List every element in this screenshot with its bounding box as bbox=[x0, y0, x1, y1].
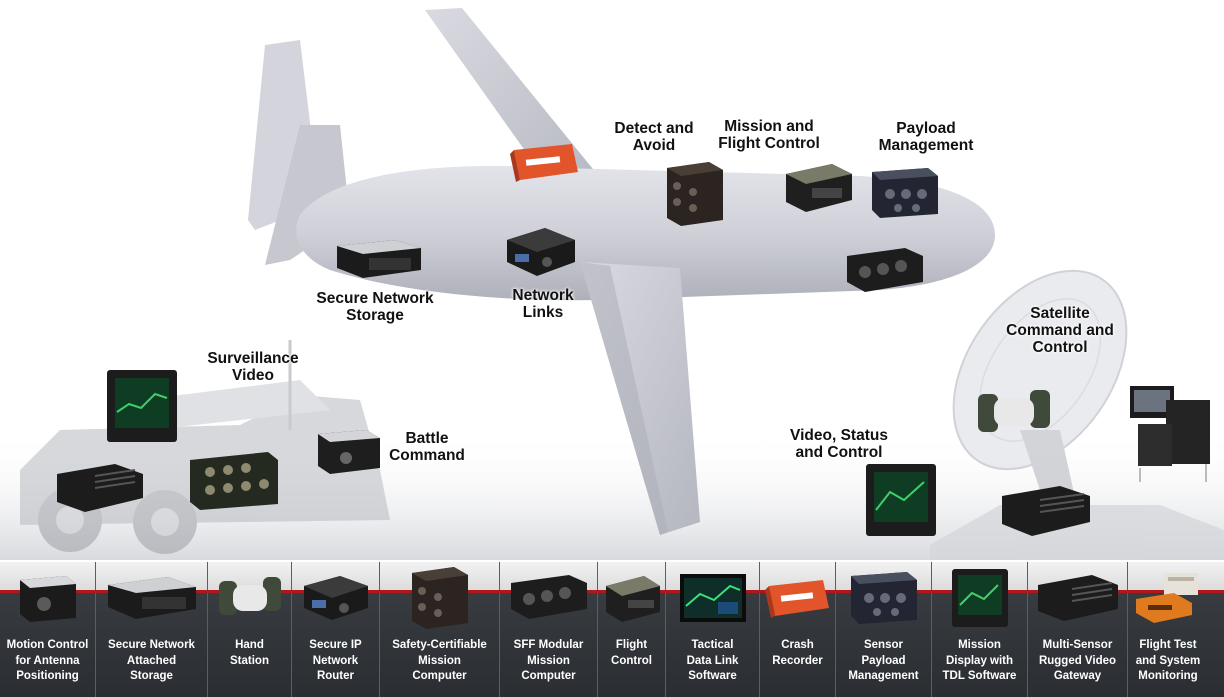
display-icon bbox=[951, 569, 1008, 627]
sensor-unit-icon bbox=[850, 572, 917, 624]
product-label: Secure Network Attached Storage bbox=[108, 639, 195, 682]
network-storage-device bbox=[337, 240, 421, 278]
product-label: Hand Station bbox=[230, 639, 269, 667]
flight-control-device bbox=[786, 164, 852, 212]
hand-station-icon bbox=[218, 577, 281, 615]
callout-satellite-command: Satellite Command and Control bbox=[1006, 305, 1114, 356]
product-tile[interactable]: Secure IP Network Router bbox=[292, 562, 380, 697]
product-label: Flight Control bbox=[611, 639, 652, 667]
product-strip: Motion Control for Antenna Positioning S… bbox=[0, 562, 1224, 697]
crash-recorder-device bbox=[510, 144, 578, 182]
product-tile[interactable]: Tactical Data Link Software bbox=[666, 562, 760, 697]
battle-command-device bbox=[318, 430, 380, 474]
callout-battle-command: Battle Command bbox=[389, 430, 465, 464]
product-label: Sensor Payload Management bbox=[848, 639, 919, 682]
product-tile[interactable]: Mission Display with TDL Software bbox=[932, 562, 1028, 697]
product-tile[interactable]: Hand Station bbox=[208, 562, 292, 697]
product-tile[interactable]: SFF Modular Mission Computer bbox=[500, 562, 598, 697]
vehicle-computer-device bbox=[57, 464, 143, 512]
product-label: Flight Test and System Monitoring bbox=[1135, 639, 1201, 682]
video-status-display-device bbox=[866, 464, 936, 536]
ground-station-rack-device bbox=[1130, 386, 1210, 482]
product-tile[interactable]: Safety-Certifiable Mission Computer bbox=[380, 562, 500, 697]
product-tile[interactable]: Flight Test and System Monitoring bbox=[1128, 562, 1208, 697]
product-tile[interactable]: Secure Network Attached Storage bbox=[96, 562, 208, 697]
product-label: Motion Control for Antenna Positioning bbox=[6, 639, 89, 682]
flight-control-icon bbox=[605, 576, 660, 622]
crash-recorder-icon bbox=[764, 580, 829, 618]
product-tile[interactable]: Flight Control bbox=[598, 562, 666, 697]
product-tile[interactable]: Motion Control for Antenna Positioning bbox=[0, 562, 96, 697]
uav-illustration: Detect and Avoid Mission and Flight Cont… bbox=[0, 8, 1224, 560]
scene-artwork bbox=[0, 8, 1224, 560]
hand-station-device bbox=[978, 390, 1050, 432]
product-label: Tactical Data Link Software bbox=[686, 639, 739, 682]
sensor-payload-device bbox=[872, 168, 938, 218]
vehicle-router-device bbox=[190, 452, 278, 510]
software-screen-icon bbox=[679, 574, 746, 622]
product-label: Secure IP Network Router bbox=[309, 639, 362, 682]
video-gateway-device bbox=[1002, 486, 1090, 536]
product-label: SFF Modular Mission Computer bbox=[513, 639, 584, 682]
callout-mission-flight-control: Mission and Flight Control bbox=[718, 118, 820, 152]
sff-computer-icon bbox=[510, 575, 587, 619]
storage-unit-icon bbox=[107, 577, 196, 619]
product-label: Mission Display with TDL Software bbox=[942, 639, 1017, 682]
callout-video-status-control: Video, Status and Control bbox=[790, 427, 888, 461]
product-label: Safety-Certifiable Mission Computer bbox=[392, 639, 487, 682]
product-label: Multi-Sensor Rugged Video Gateway bbox=[1038, 639, 1117, 682]
callout-detect-avoid: Detect and Avoid bbox=[614, 120, 694, 154]
product-tile[interactable]: Sensor Payload Management bbox=[836, 562, 932, 697]
mission-computer-device bbox=[667, 162, 723, 226]
flight-test-icon bbox=[1136, 573, 1198, 623]
video-gateway-icon bbox=[1037, 575, 1118, 621]
surveillance-display-device bbox=[107, 370, 177, 442]
callout-network-links: Network Links bbox=[512, 287, 574, 321]
callout-payload-management: Payload Management bbox=[878, 120, 974, 154]
product-tile[interactable]: Multi-Sensor Rugged Video Gateway bbox=[1028, 562, 1128, 697]
product-label: Crash Recorder bbox=[772, 639, 823, 667]
router-icon bbox=[303, 576, 368, 620]
callout-secure-network-storage: Secure Network Storage bbox=[316, 290, 434, 324]
motion-controller-icon bbox=[19, 576, 76, 622]
callout-surveillance-video: Surveillance Video bbox=[207, 350, 299, 384]
sff-computer-device bbox=[847, 248, 923, 292]
mission-computer-icon bbox=[411, 567, 468, 629]
product-tile[interactable]: Crash Recorder bbox=[760, 562, 836, 697]
network-router-device bbox=[507, 228, 575, 276]
